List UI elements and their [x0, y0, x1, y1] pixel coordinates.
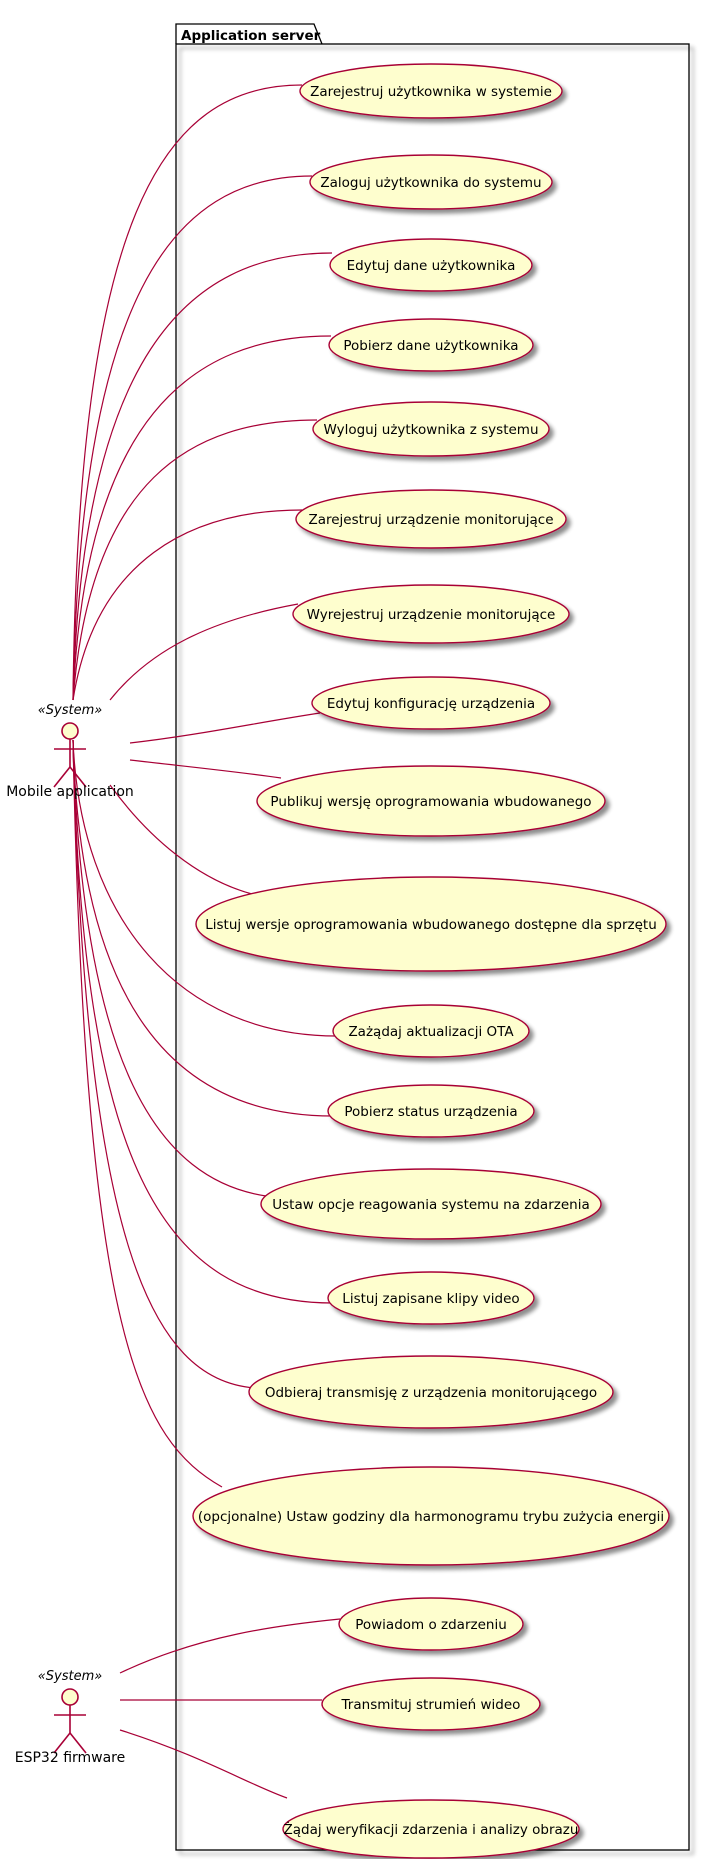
association-line-5 [72, 419, 318, 701]
use-case-label: Transmituj strumień wideo [341, 1697, 521, 1713]
use-case-label: Żądaj weryfikacji zdarzenia i analizy ob… [284, 1820, 579, 1838]
use-case-label: Zaloguj użytkownika do systemu [320, 175, 541, 191]
use-case-ellipse [248, 1355, 614, 1429]
use-case: Pobierz dane użytkownika [328, 318, 534, 372]
use-case-label: Wyloguj użytkownika z systemu [323, 422, 538, 438]
use-case-label: Pobierz status urządzenia [344, 1104, 517, 1120]
use-case-label: Publikuj wersję oprogramowania wbudowane… [270, 794, 591, 810]
actor-stereotype: «System» [38, 703, 103, 718]
use-case: Transmituj strumień wideo [321, 1677, 541, 1731]
actor-stereotype: «System» [38, 1669, 103, 1684]
use-case-ellipse [309, 154, 553, 210]
use-case: Publikuj wersję oprogramowania wbudowane… [256, 765, 606, 837]
use-case-label: Edytuj dane użytkownika [347, 258, 516, 274]
association-line-14 [72, 739, 334, 1304]
association-line-10 [109, 784, 253, 895]
use-case: Zażądaj aktualizacji OTA [332, 1004, 530, 1058]
use-case-ellipse [321, 1677, 541, 1731]
use-case-ellipse [312, 401, 550, 457]
use-case-ellipse [311, 676, 551, 730]
use-case: Odbieraj transmisję z urządzenia monitor… [248, 1355, 614, 1429]
association-line-6 [72, 509, 303, 701]
use-case: Pobierz status urządzenia [327, 1084, 535, 1138]
association-line-4 [72, 335, 332, 701]
actor-figure-icon [53, 722, 87, 788]
use-case: (opcjonalne) Ustaw godziny dla harmonogr… [192, 1466, 670, 1566]
use-case: Wyrejestruj urządzenie monitorujące [292, 584, 570, 644]
use-case: Listuj wersje oprogramowania wbudowanego… [195, 876, 667, 972]
use-case-label: (opcjonalne) Ustaw godziny dla harmonogr… [198, 1509, 664, 1525]
use-case: Zaloguj użytkownika do systemu [309, 154, 553, 210]
use-case-label: Edytuj konfigurację urządzenia [327, 696, 535, 712]
use-case: Edytuj konfigurację urządzenia [311, 676, 551, 730]
use-case-ellipse [292, 584, 570, 644]
association-line-19 [119, 1729, 288, 1799]
use-case-ellipse [295, 489, 567, 549]
use-case: Listuj zapisane klipy video [327, 1271, 535, 1325]
use-case-label: Powiadom o zdarzeniu [355, 1617, 507, 1633]
use-case-label: Zarejestruj urządzenie monitorujące [308, 512, 553, 528]
use-case-ellipse [329, 238, 533, 292]
use-case-ellipse [327, 1084, 535, 1138]
association-line-17 [119, 1618, 341, 1674]
use-case-ellipse [299, 63, 563, 119]
use-case-ellipse [192, 1466, 670, 1566]
use-case: Zarejestruj użytkownika w systemie [299, 63, 563, 119]
use-case-label: Wyrejestruj urządzenie monitorujące [307, 607, 556, 623]
use-case-ellipse [282, 1799, 580, 1859]
package-tab [175, 23, 323, 45]
association-line-3 [72, 252, 333, 701]
association-line-12 [72, 739, 334, 1117]
use-case: Edytuj dane użytkownika [329, 238, 533, 292]
actor-mobile: «System» Mobile application [6, 703, 134, 800]
association-line-11 [72, 739, 338, 1037]
use-case-ellipse [256, 765, 606, 837]
association-links [72, 84, 341, 1799]
package-title: Application server [181, 28, 321, 44]
use-case-label: Pobierz dane użytkownika [343, 338, 518, 354]
use-case-label: Odbieraj transmisję z urządzenia monitor… [265, 1385, 597, 1401]
use-case-ellipse [260, 1168, 602, 1240]
association-line-9 [129, 759, 282, 779]
use-case-label: Listuj wersje oprogramowania wbudowanego… [205, 917, 657, 933]
association-line-1 [72, 84, 303, 701]
use-cases: Zarejestruj użytkownika w systemieZalogu… [192, 63, 670, 1859]
use-case: Ustaw opcje reagowania systemu na zdarze… [260, 1168, 602, 1240]
association-line-8 [129, 712, 321, 744]
use-case-ellipse [195, 876, 667, 972]
use-case: Zarejestruj urządzenie monitorujące [295, 489, 567, 549]
association-line-13 [72, 739, 267, 1197]
actor-figure-icon [53, 1688, 87, 1754]
association-line-7 [109, 603, 299, 701]
use-case-ellipse [332, 1004, 530, 1058]
use-case: Żądaj weryfikacji zdarzenia i analizy ob… [282, 1799, 580, 1859]
actor-name: ESP32 firmware [15, 1750, 126, 1766]
association-line-15 [72, 739, 256, 1389]
actor-esp32: «System» ESP32 firmware [15, 1669, 126, 1766]
actors: «System» Mobile application «System» ESP32 … [6, 703, 134, 1766]
association-line-2 [72, 175, 313, 701]
use-case-label: Zarejestruj użytkownika w systemie [310, 84, 552, 100]
use-case: Wyloguj użytkownika z systemu [312, 401, 550, 457]
use-case-ellipse [327, 1271, 535, 1325]
use-case-label: Zażądaj aktualizacji OTA [348, 1024, 514, 1040]
use-case-ellipse [328, 318, 534, 372]
actor-name: Mobile application [6, 784, 134, 800]
use-case-label: Ustaw opcje reagowania systemu na zdarze… [272, 1197, 589, 1213]
use-case-label: Listuj zapisane klipy video [342, 1291, 519, 1307]
use-case-ellipse [338, 1597, 524, 1651]
use-case: Powiadom o zdarzeniu [338, 1597, 524, 1651]
association-line-16 [72, 739, 223, 1488]
